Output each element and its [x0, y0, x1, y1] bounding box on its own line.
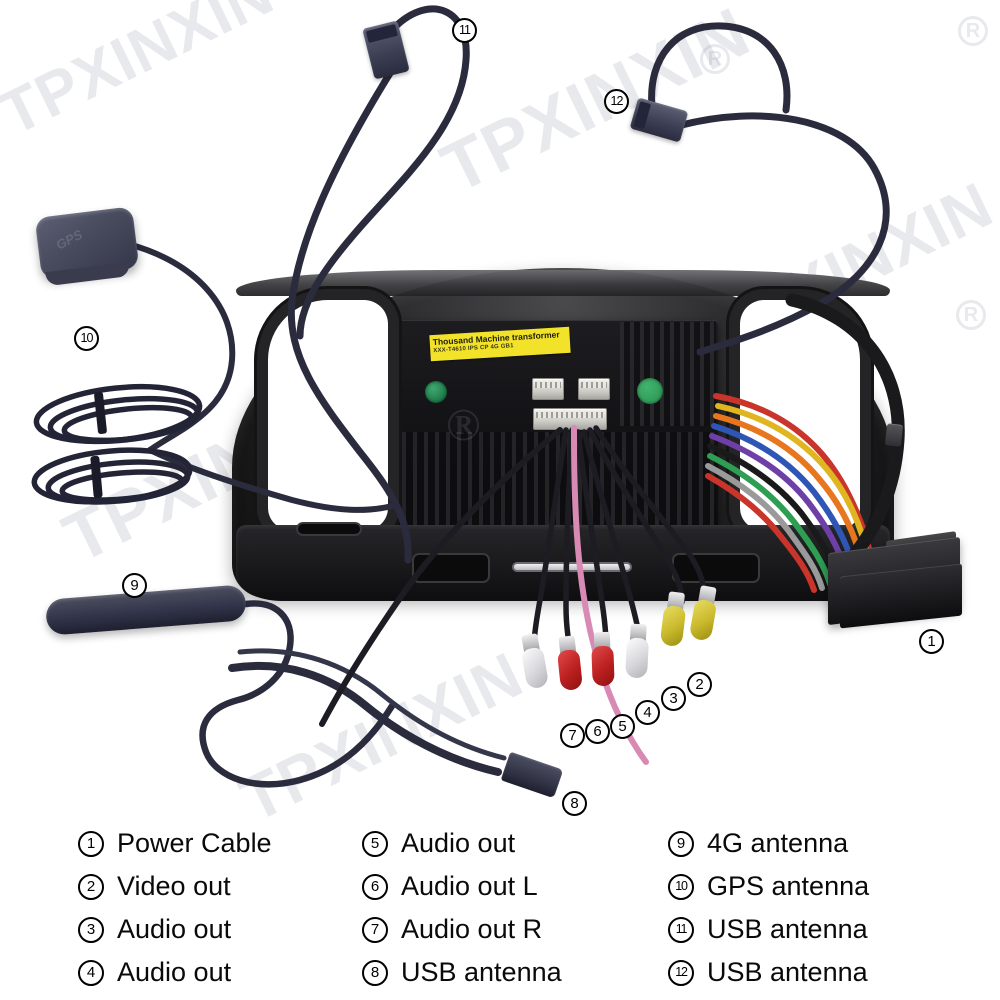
legend-item: 6 Audio out L	[362, 865, 562, 908]
usb-connector-lip	[365, 24, 398, 43]
legend-item: 12 USB antenna	[668, 951, 869, 994]
legend-number: 1	[78, 830, 104, 857]
callout-6: 6	[585, 719, 610, 744]
socket-teeth	[535, 382, 561, 388]
rca-red-left	[556, 635, 584, 692]
dash-bezel-top-rail	[236, 270, 890, 296]
head-unit-heatsink-upper	[620, 322, 716, 426]
rca-body	[556, 648, 584, 692]
rca-lead-3	[587, 427, 685, 605]
legend-number: 2	[78, 873, 104, 900]
legend-label: Audio out	[117, 914, 232, 944]
antenna-gps: GPS	[34, 206, 140, 287]
legend-item: 5 Audio out	[362, 822, 562, 865]
callout-12: 12	[604, 89, 629, 114]
callout-3: 3	[661, 686, 686, 711]
usb-cable-11-a	[287, 66, 412, 564]
legend-item: 2 Video out	[78, 865, 272, 908]
legend-item: 10 GPS antenna	[668, 865, 869, 908]
legend-label: Video out	[117, 871, 231, 901]
green-sticker-right	[637, 378, 663, 404]
legend-item: 7 Audio out R	[362, 908, 562, 951]
usb-cable-12-a	[674, 112, 890, 356]
legend-item: 1 Power Cable	[78, 822, 272, 865]
cable-clip	[884, 423, 904, 447]
usb-antenna-8-cable-b	[237, 648, 507, 761]
legend-label: USB antenna	[707, 914, 868, 944]
legend-label: GPS antenna	[707, 871, 870, 901]
rca-lead-5	[575, 429, 609, 647]
callout-7: 7	[560, 723, 585, 748]
product-photo-stage: ® Thousand Machine transformer XXX-T4610…	[31, 5, 962, 816]
antenna-4g-cable	[199, 600, 396, 788]
legend-label: Power Cable	[117, 828, 272, 858]
legend-label: Audio out	[117, 957, 232, 987]
usb-connector-lip	[633, 101, 652, 130]
usb-cable-12-b	[648, 22, 791, 114]
cable-tie-upper	[94, 391, 107, 435]
legend-item: 8 USB antenna	[362, 951, 562, 994]
cable-harness-drawing	[31, 5, 905, 788]
rca-red-right	[591, 631, 615, 687]
legend-number: 11	[668, 916, 694, 943]
callout-5: 5	[610, 714, 635, 739]
legend-item: 3 Audio out	[78, 908, 272, 951]
rca-body	[624, 637, 650, 679]
legend-label: Audio out R	[401, 914, 543, 944]
rca-body	[591, 645, 615, 687]
callout-11: 11	[452, 18, 477, 43]
callout-10: 10	[74, 326, 99, 351]
rca-lead-2	[593, 425, 707, 599]
legend-item: 9 4G antenna	[668, 822, 869, 865]
legend: 1 Power Cable 2 Video out 3 Audio out 4 …	[0, 822, 1000, 1000]
legend-label: Audio out	[401, 828, 516, 858]
gps-cable-lead	[125, 241, 236, 453]
bezel-vent-slot-upper	[296, 522, 362, 536]
legend-label: USB antenna	[707, 957, 868, 987]
socket-teeth	[581, 382, 607, 388]
callout-2: 2	[687, 672, 712, 697]
connector-socket-b	[578, 378, 610, 400]
r-logo-emboss: ®	[446, 399, 481, 450]
socket-teeth	[536, 412, 604, 418]
legend-column-3: 9 4G antenna 10 GPS antenna 11 USB anten…	[668, 822, 869, 994]
legend-column-2: 5 Audio out 6 Audio out L 7 Audio out R …	[362, 822, 562, 994]
rca-lead-4	[581, 429, 642, 639]
green-connector-port-left	[425, 381, 447, 403]
callout-8: 8	[562, 791, 587, 816]
legend-label: 4G antenna	[707, 828, 849, 858]
legend-item: 11 USB antenna	[668, 908, 869, 951]
legend-number: 9	[668, 830, 694, 857]
legend-number: 10	[668, 873, 694, 900]
legend-number: 7	[362, 916, 388, 943]
rca-lead-7	[531, 427, 569, 649]
bezel-vent-slot-right	[672, 553, 760, 583]
usb-antenna-8-cable	[228, 661, 502, 776]
legend-item: 4 Audio out	[78, 951, 272, 994]
legend-label: Audio out L	[401, 871, 538, 901]
callout-1: 1	[919, 629, 944, 654]
legend-label: USB antenna	[401, 957, 562, 987]
legend-number: 3	[78, 916, 104, 943]
legend-number: 4	[78, 959, 104, 986]
coiled-cable-bundle-lower	[31, 447, 193, 505]
gps-antenna-emboss-label: GPS	[53, 226, 85, 253]
usb-cable-11-b	[296, 5, 470, 340]
cable-tie-lower	[90, 455, 103, 499]
rca-white-right	[624, 623, 650, 679]
callout-9: 9	[122, 573, 147, 598]
aux-lead-left	[319, 427, 563, 727]
connector-socket-a	[532, 378, 564, 400]
legend-number: 5	[362, 830, 388, 857]
callout-4: 4	[635, 700, 660, 725]
rca-lead-6	[563, 427, 575, 651]
legend-column-1: 1 Power Cable 2 Video out 3 Audio out 4 …	[78, 822, 272, 994]
bezel-trim-strip	[512, 562, 632, 572]
legend-number: 6	[362, 873, 388, 900]
power-harness-wires	[705, 393, 873, 593]
coiled-cable-bundle-upper	[33, 384, 203, 445]
legend-number: 12	[668, 959, 694, 986]
legend-number: 8	[362, 959, 388, 986]
